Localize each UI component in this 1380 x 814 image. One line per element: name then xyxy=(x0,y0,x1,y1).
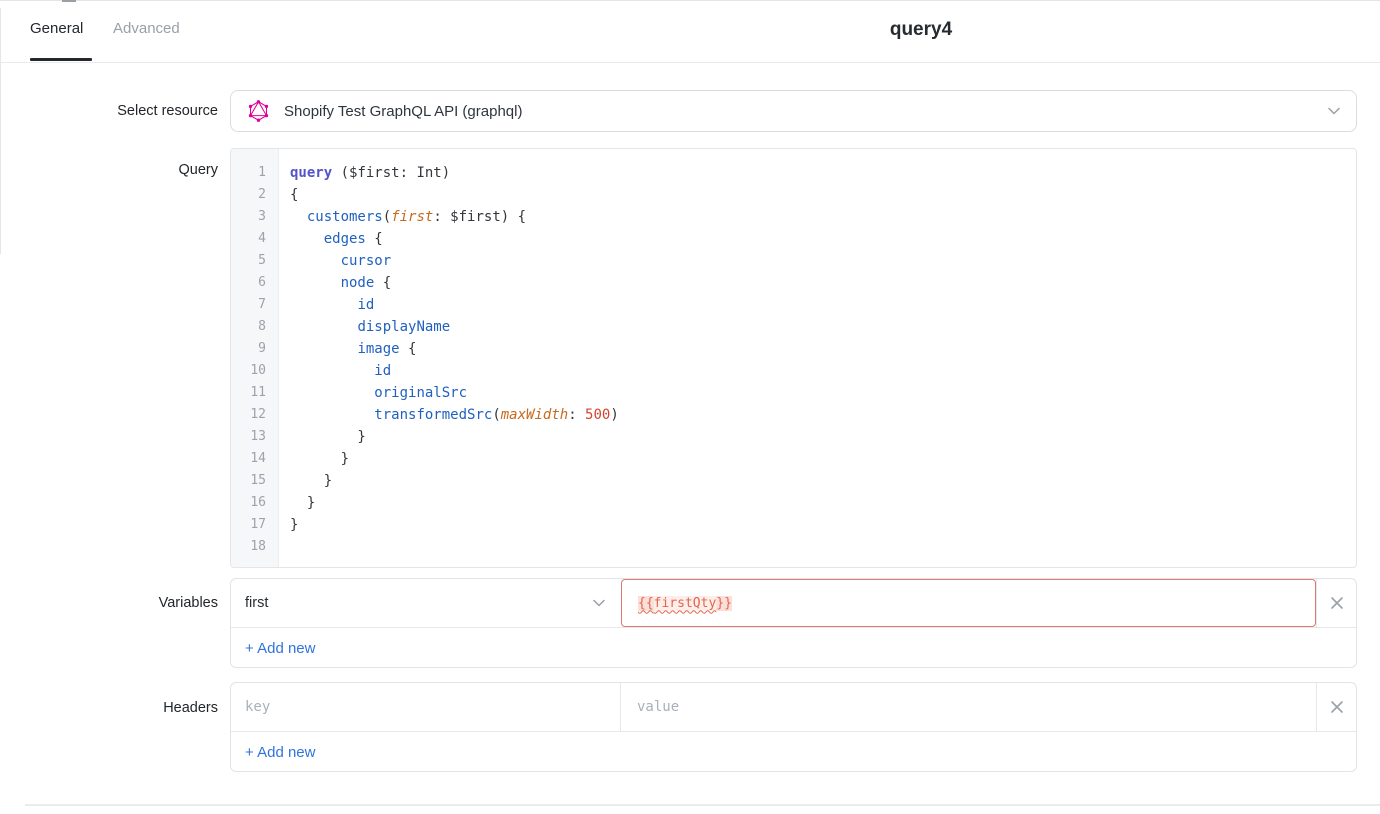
variables-label: Variables xyxy=(158,595,218,611)
add-header-button[interactable]: + Add new xyxy=(245,743,316,761)
code-line: customers(first: $first) { xyxy=(306,209,527,225)
code-line: cursor xyxy=(340,253,392,269)
line-number: 15 xyxy=(250,473,266,488)
line-number: 1 xyxy=(258,165,266,180)
variable-name-value: first xyxy=(245,595,269,611)
line-number: 14 xyxy=(250,451,266,466)
line-number: 7 xyxy=(258,297,266,312)
query-code-area[interactable]: query ($first: Int) { customers(first: $f… xyxy=(279,149,1356,567)
line-number: 3 xyxy=(258,209,266,224)
code-line: } xyxy=(290,517,299,533)
code-line: query ($first: Int) xyxy=(290,165,451,181)
template-variable-name: firstQty xyxy=(653,595,717,611)
code-line: { xyxy=(290,187,299,203)
graphql-icon xyxy=(248,100,269,122)
top-border xyxy=(0,0,1380,1)
code-line: displayName xyxy=(357,319,451,335)
headers-label: Headers xyxy=(163,700,218,716)
resource-value: Shopify Test GraphQL API (graphql) xyxy=(284,102,523,120)
chevron-down-icon xyxy=(593,599,605,607)
line-number: 13 xyxy=(250,429,266,444)
line-number: 11 xyxy=(250,385,266,400)
line-number: 12 xyxy=(250,407,266,422)
headers-block: + Add new xyxy=(230,682,1357,772)
resource-select[interactable]: Shopify Test GraphQL API (graphql) xyxy=(230,90,1357,132)
header-key-cell xyxy=(231,683,621,731)
chevron-down-icon xyxy=(1328,107,1340,115)
add-variable-button[interactable]: + Add new xyxy=(245,639,316,657)
resource-label: Select resource xyxy=(117,103,218,119)
code-line: } xyxy=(290,495,316,511)
line-number: 17 xyxy=(250,517,266,532)
close-icon xyxy=(1330,701,1343,713)
code-line: id xyxy=(357,297,375,313)
line-number: 8 xyxy=(258,319,266,334)
tabbar-divider xyxy=(0,62,1380,63)
variable-name-select[interactable]: first xyxy=(231,579,621,627)
code-line xyxy=(290,536,1356,558)
header-value-input[interactable] xyxy=(621,683,1316,731)
variables-block: first {{firstQty}} + Add new xyxy=(230,578,1357,668)
tab-general[interactable]: General xyxy=(30,20,84,37)
bottom-divider xyxy=(25,804,1380,806)
code-line: edges { xyxy=(323,231,383,247)
line-number: 2 xyxy=(258,187,266,202)
code-line: transformedSrc(maxWidth: 500) xyxy=(374,407,619,423)
header-key-input[interactable] xyxy=(231,683,620,731)
query-title: query4 xyxy=(889,19,953,40)
line-number: 6 xyxy=(258,275,266,290)
line-number: 18 xyxy=(250,539,266,554)
line-number: 4 xyxy=(258,231,266,246)
tab-advanced[interactable]: Advanced xyxy=(113,20,180,37)
line-number: 9 xyxy=(258,341,266,356)
code-line: id xyxy=(374,363,392,379)
variable-value-input[interactable]: {{firstQty}} xyxy=(621,579,1316,627)
variable-value-cell: {{firstQty}} xyxy=(621,579,1316,627)
top-scroll-indicator xyxy=(62,0,76,2)
header-row xyxy=(231,683,1356,732)
close-icon xyxy=(1330,597,1343,609)
remove-header-button[interactable] xyxy=(1316,683,1356,731)
header-value-cell xyxy=(621,683,1316,731)
variables-add-row: + Add new xyxy=(231,628,1356,668)
panel-left-edge xyxy=(0,8,1,254)
query-label: Query xyxy=(178,162,219,178)
headers-add-row: + Add new xyxy=(231,732,1356,772)
code-line: node { xyxy=(340,275,392,291)
code-line: } xyxy=(290,429,366,445)
line-number: 5 xyxy=(258,253,266,268)
code-line: image { xyxy=(357,341,417,357)
active-tab-underline xyxy=(30,58,92,61)
template-close-braces: }} xyxy=(716,595,732,611)
code-line: originalSrc xyxy=(374,385,468,401)
code-line: } xyxy=(290,451,350,467)
variable-row: first {{firstQty}} xyxy=(231,579,1356,628)
line-number: 10 xyxy=(250,363,266,378)
line-number: 16 xyxy=(250,495,266,510)
code-line: } xyxy=(290,473,333,489)
template-open-braces: {{ xyxy=(638,595,654,611)
remove-variable-button[interactable] xyxy=(1316,579,1356,627)
